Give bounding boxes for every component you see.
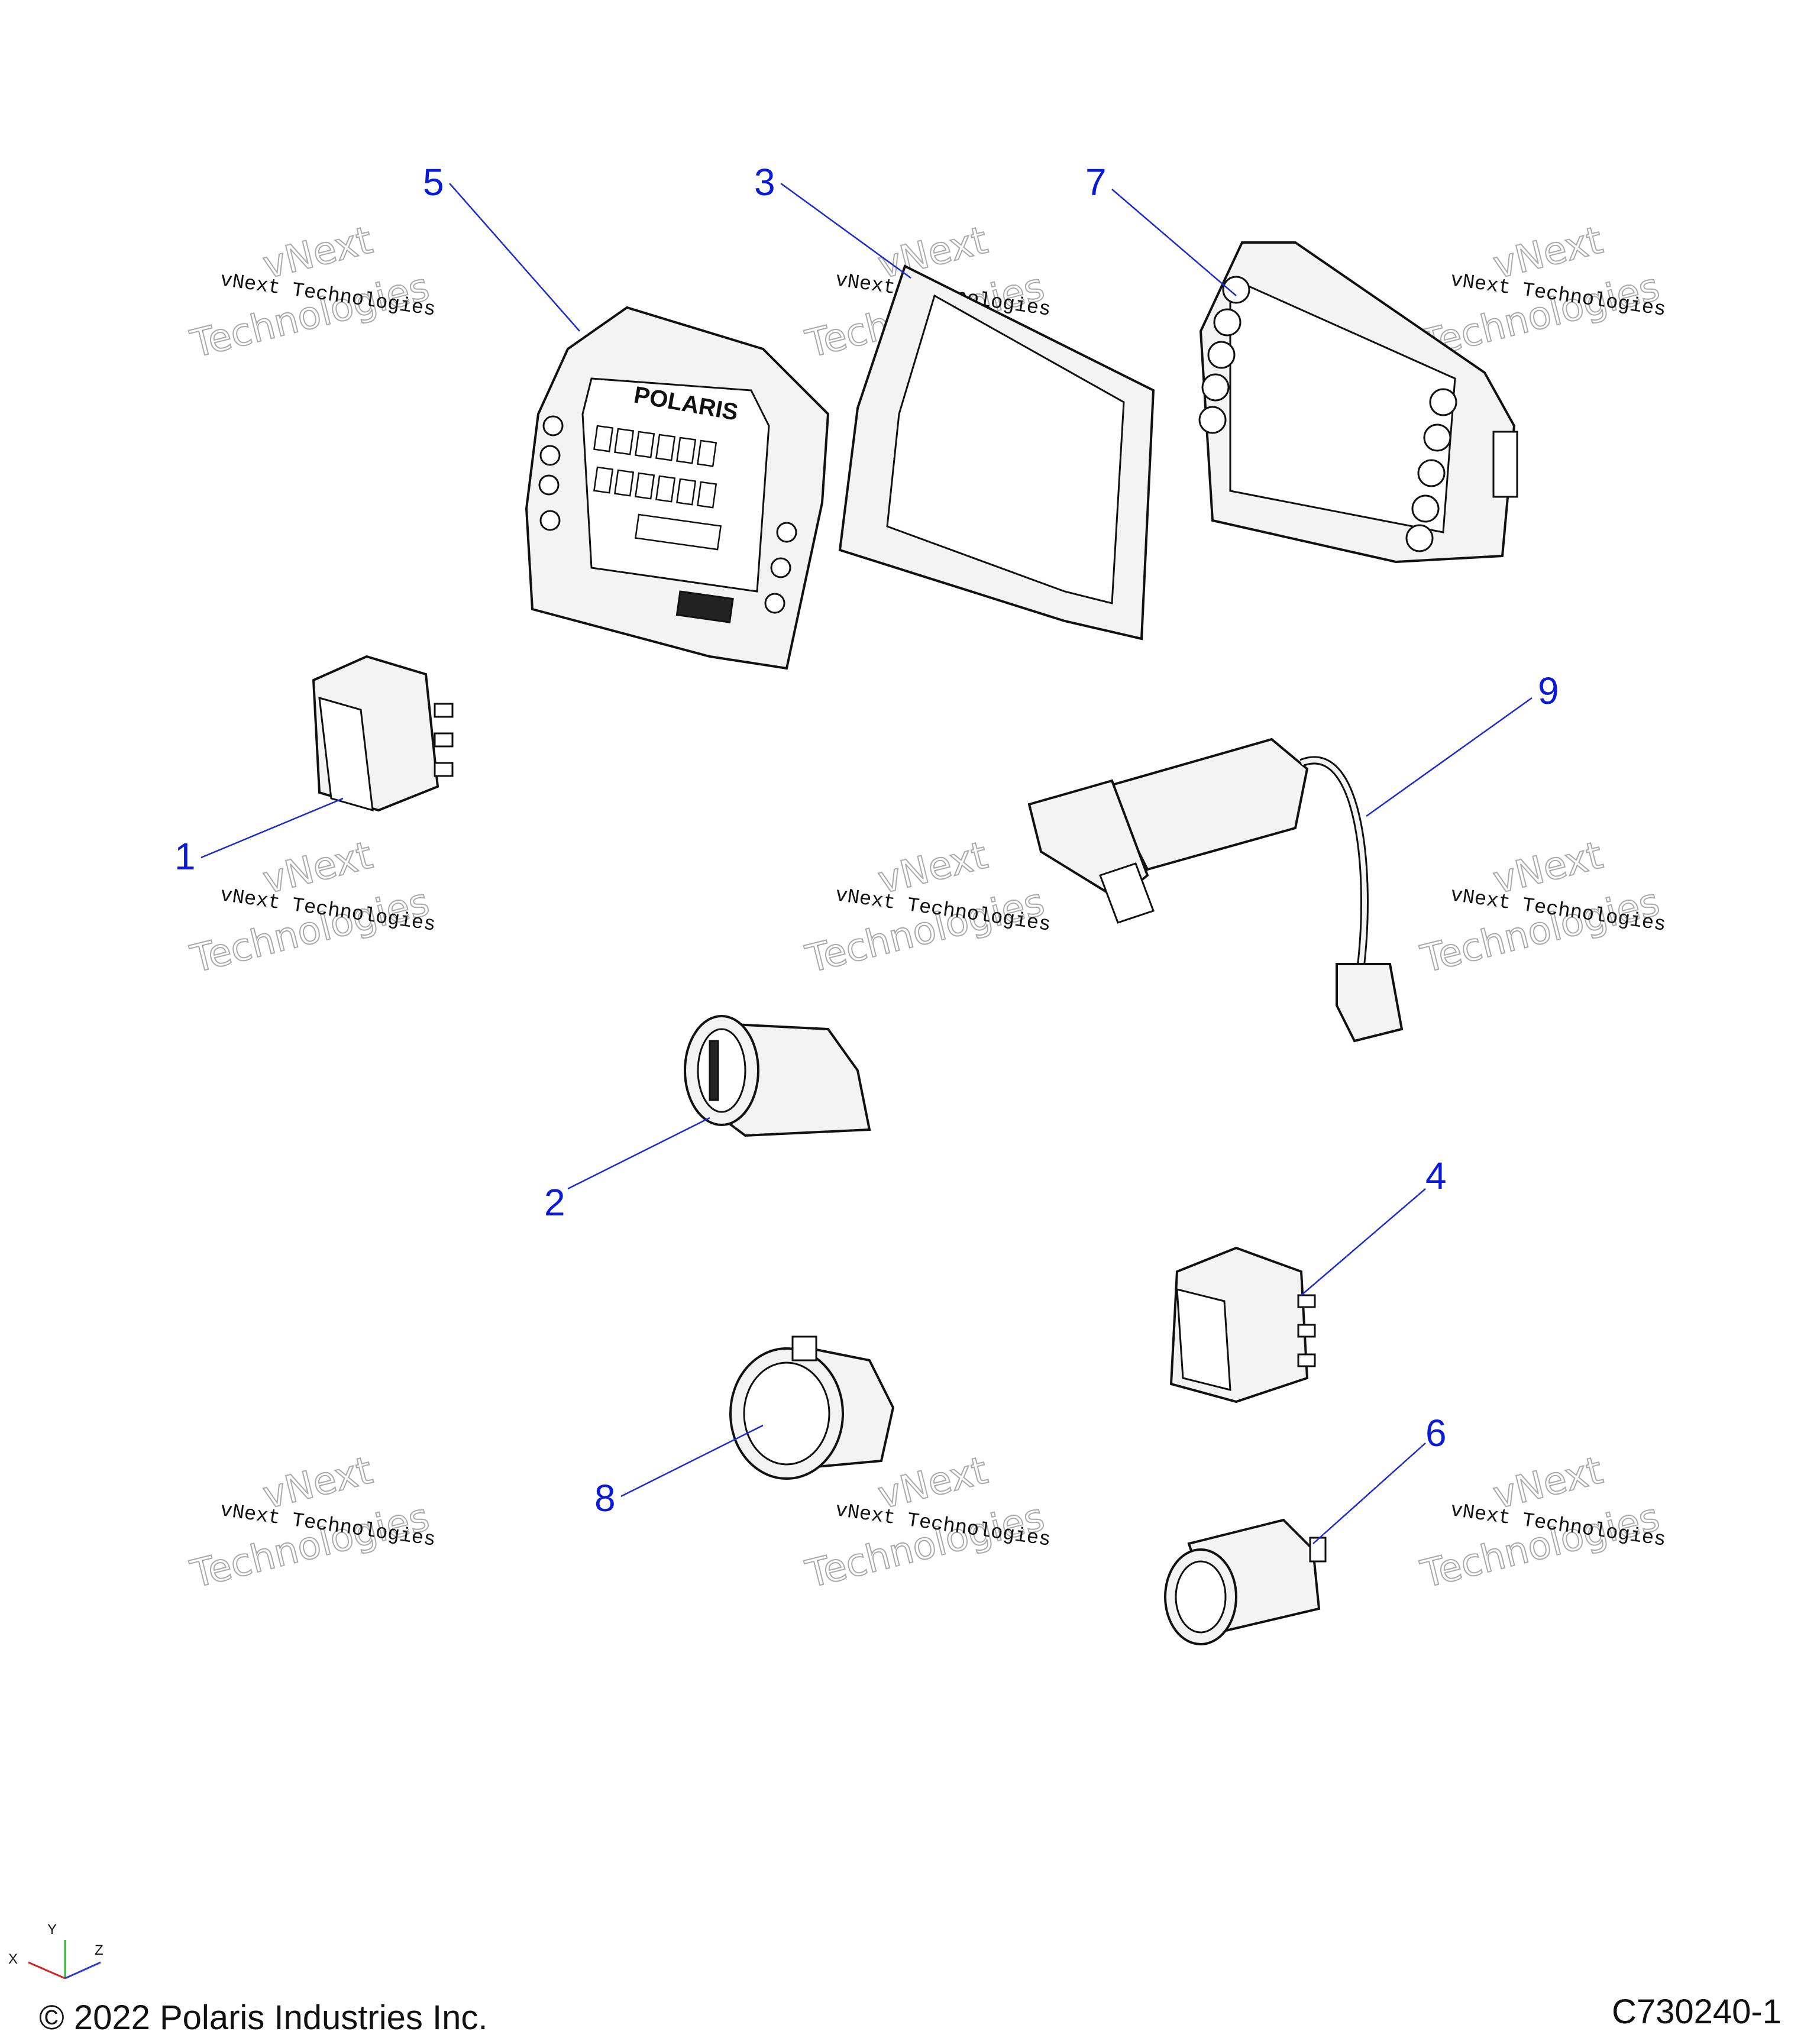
- watermark: vNext Technologies vNext Technologies: [186, 1448, 437, 1597]
- diagram-code: C730240-1: [1612, 1993, 1782, 2031]
- axis-y-label: Y: [47, 1922, 57, 1938]
- part-4-rocker-switch: [1169, 1246, 1316, 1403]
- leader-line-7: [1111, 189, 1237, 296]
- leader-line-1: [201, 797, 344, 859]
- part-9-ignition-harness: [1027, 738, 1404, 1043]
- leader-lines: [201, 182, 1533, 1544]
- watermark: vNext Technologies vNext Technologies: [1416, 218, 1667, 367]
- callout-5: 5: [423, 161, 444, 203]
- axis-triad: Y X Z: [8, 1922, 104, 1980]
- leader-line-9: [1366, 697, 1533, 817]
- leader-line-8: [620, 1424, 764, 1498]
- callout-7: 7: [1085, 161, 1107, 203]
- display-segments: [593, 425, 722, 551]
- leader-line-5: [449, 183, 580, 332]
- part-6-power-outlet: [1164, 1518, 1327, 1645]
- watermark: vNext Technologies vNext Technologies: [801, 1448, 1052, 1597]
- copyright-text: © 2022 Polaris Industries Inc.: [39, 1998, 488, 2037]
- axis-x-label: X: [8, 1951, 18, 1967]
- watermark: vNext Technologies vNext Technologies: [1416, 1448, 1667, 1597]
- part-5-display-housing: POLARIS: [525, 306, 830, 670]
- part-2-round-connector: [684, 1015, 871, 1137]
- part-3-bezel-frame: [838, 264, 1155, 641]
- callout-8: 8: [594, 1477, 616, 1519]
- watermark: vNext Technologies vNext Technologies: [801, 833, 1052, 982]
- callout-9: 9: [1538, 670, 1559, 712]
- watermark: vNext Technologies vNext Technologies: [186, 833, 437, 982]
- cluster-knobs: [1198, 276, 1457, 552]
- part-7-cluster-housing: [1198, 241, 1518, 564]
- leader-line-4: [1301, 1188, 1426, 1296]
- callout-2: 2: [544, 1181, 565, 1224]
- callout-4: 4: [1425, 1154, 1447, 1197]
- display-side-knobs: [538, 415, 797, 614]
- axis-z-label: Z: [95, 1942, 104, 1958]
- part-1-rocker-switch: [312, 655, 454, 812]
- part-8-usb-socket: [729, 1335, 895, 1480]
- watermark: vNext Technologies vNext Technologies: [1416, 833, 1667, 982]
- leader-line-3: [780, 182, 911, 279]
- callout-3: 3: [754, 161, 775, 203]
- callout-labels: 5 3 7 1 9 2 4 8 6: [174, 161, 1559, 1519]
- callout-6: 6: [1425, 1412, 1447, 1454]
- leader-line-2: [567, 1117, 710, 1190]
- callout-1: 1: [174, 835, 196, 878]
- leader-line-6: [1312, 1443, 1426, 1544]
- watermark: vNext Technologies vNext Technologies: [186, 218, 437, 367]
